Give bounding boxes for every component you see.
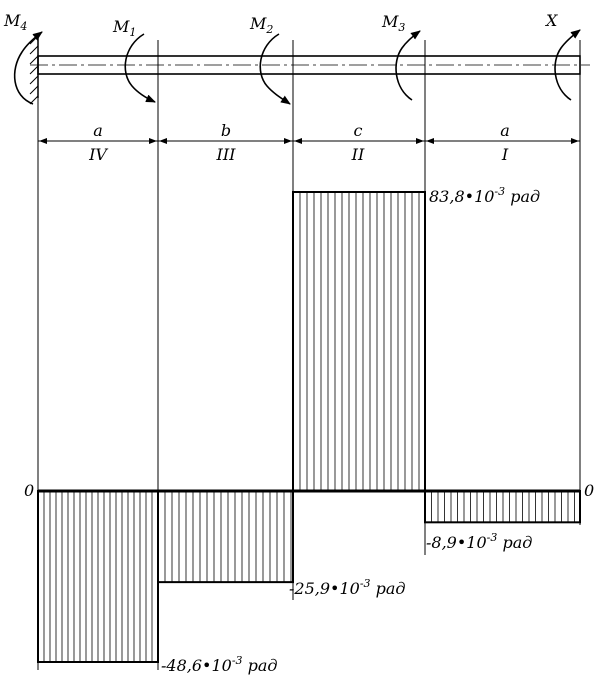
fixed-support [29,35,39,105]
moment-m1-arrow-icon [124,33,156,103]
segment-label-i: I [501,145,509,164]
moment-m3-arrow-icon [395,30,421,101]
bar-ii [292,191,426,492]
zero-label-right: 0 [584,481,594,500]
value-label-ii: 83,8•10-3 рад [429,185,540,206]
bar-i [424,490,581,524]
value-label-iii: -25,9•10-3 рад [289,577,406,598]
moment-m2-label: M2 [249,14,273,36]
bar-iv [37,490,159,663]
moment-m2-arrow-icon [259,33,291,105]
segment-length-iv: a [93,121,103,140]
segment-length-iii: b [221,121,231,140]
segment-label-ii: II [351,145,365,164]
shaft [30,55,590,75]
bar-outline [157,490,294,584]
segment-label-iv: IV [88,145,108,164]
segment-length-i: a [500,121,510,140]
moment-m4-arrow-icon [13,31,43,105]
segment-length-ii: c [354,121,363,140]
value-label-iv: -48,6•10-3 рад [161,654,278,675]
value-label-i: -8,9•10-3 рад [426,531,532,552]
moment-m3-label: M3 [381,12,405,34]
moment-m4-label: M4 [3,11,27,33]
moment-x-label: X [544,11,558,30]
bar-outline [424,490,581,524]
moment-m1-label: M1 [112,17,136,39]
moment-x-arrow-icon [554,29,581,101]
segment-label-iii: III [216,145,237,164]
section-lines [37,40,581,670]
bar-iii [157,490,294,584]
zero-label-left: 0 [24,481,34,500]
